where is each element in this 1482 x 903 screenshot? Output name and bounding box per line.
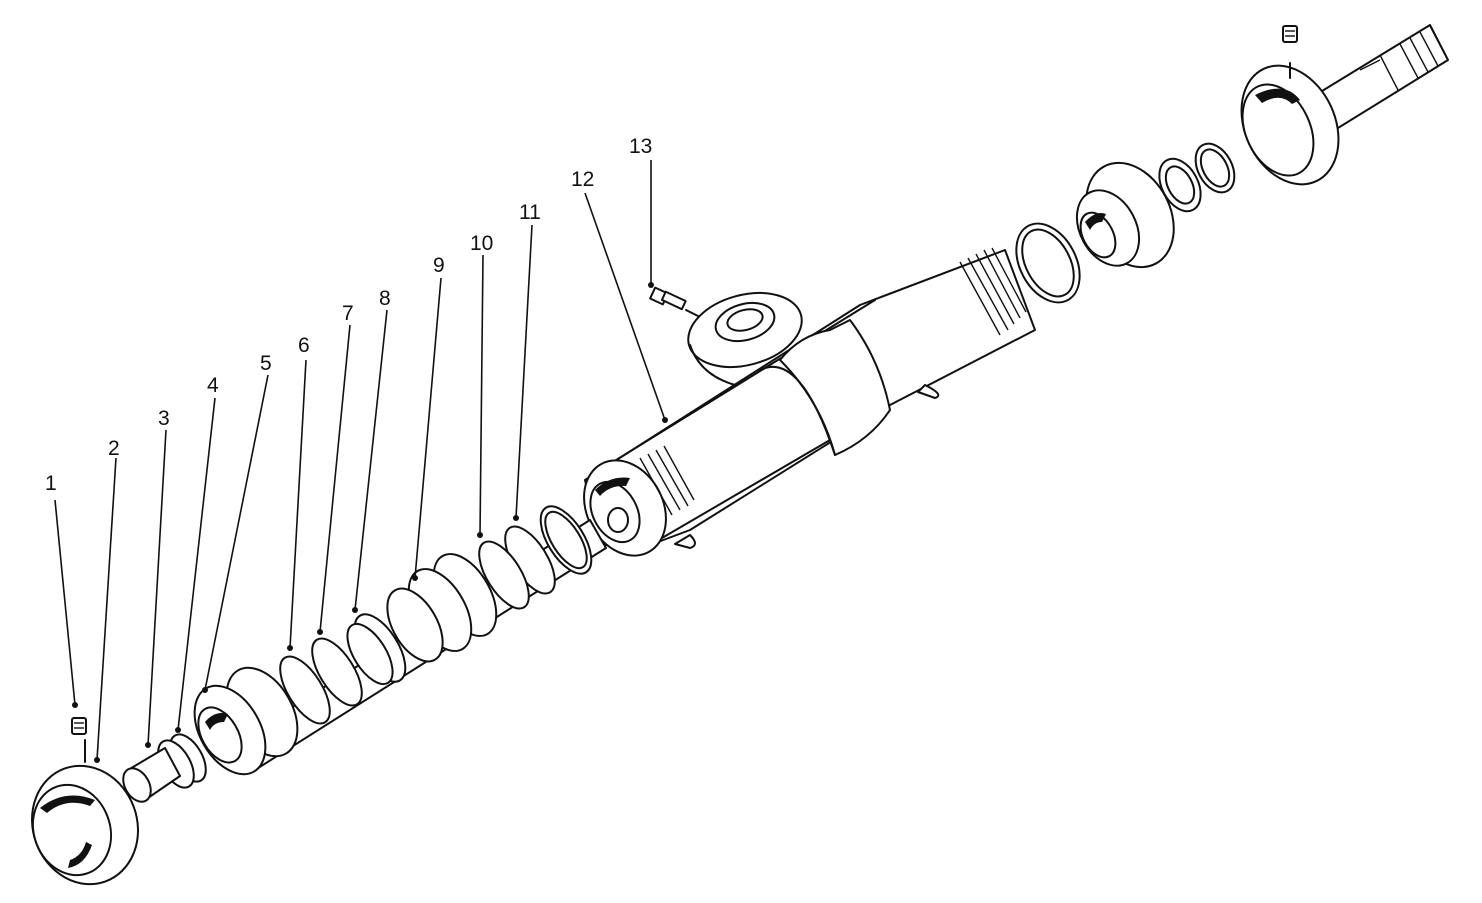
plug-3 [122,747,181,803]
ring-7 [311,637,363,707]
piston-9 [386,553,498,663]
right-bushing [1075,161,1175,269]
end-nut-2 [31,739,139,886]
ring-6 [279,655,331,725]
callout-9: 9 [433,254,445,277]
callout-1: 1 [45,472,57,495]
fitting-13 [649,286,699,317]
callout-8: 8 [379,287,391,310]
callout-10: 10 [470,232,493,255]
ring-11 [539,505,593,575]
leader-lines [54,160,668,763]
ring-8 [346,613,407,686]
housing-tube [583,247,1036,557]
right-set-screw [1282,25,1298,43]
callout-4: 4 [207,374,219,397]
callout-6: 6 [298,334,310,357]
right-small-rings [1158,142,1236,213]
right-seal-rings [1015,222,1081,304]
callout-3: 3 [158,407,170,430]
right-end-nut [1240,62,1340,186]
callout-5: 5 [260,352,272,375]
callout-12: 12 [571,168,594,191]
ring-10 [478,525,556,610]
callout-11: 11 [519,201,541,224]
callout-7: 7 [342,302,354,325]
set-screw-1 [71,717,87,735]
callout-labels: 1 2 3 4 5 6 7 8 9 10 11 12 13 [45,135,652,495]
callout-13: 13 [629,135,652,158]
bushing-5 [193,666,299,776]
callout-2: 2 [108,437,120,460]
